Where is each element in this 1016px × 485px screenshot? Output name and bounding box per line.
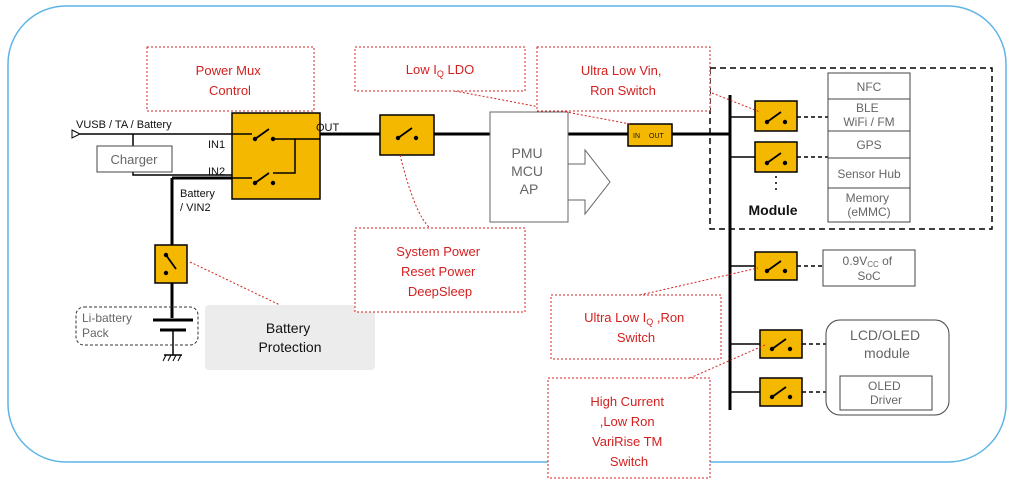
- load-switch: [379, 114, 435, 156]
- callout-system-power: [354, 227, 526, 313]
- oled-driver-box: [839, 375, 933, 411]
- leader-high-current: [689, 344, 766, 379]
- svg-text:BLE WiFi / FM: BLE WiFi / FM: [843, 101, 894, 129]
- pmu-mcu-ap-box: [489, 111, 569, 223]
- charger-box: [96, 145, 173, 173]
- battery-protection-switch: [154, 244, 188, 284]
- svg-text:Ultra Low Vin, Ron Switch: Ultra Low Vin, Ron Switch: [581, 63, 665, 98]
- callout-ultra-low-vin: [536, 46, 711, 112]
- soc-label: 0.9VCC of SoC: [843, 254, 896, 283]
- svg-text:Memory (eMMC): Memory (eMMC): [846, 191, 893, 219]
- pmu-arrow-icon: [567, 148, 611, 216]
- leader-system-power: [399, 154, 431, 229]
- input-terminal-icon: [71, 129, 82, 139]
- svg-text:NFC: NFC: [857, 80, 882, 94]
- battery-vin2-label: Battery / VIN2: [180, 188, 218, 214]
- module-item-nfc: [827, 72, 911, 100]
- ldo-in-label: IN: [633, 133, 640, 140]
- module-label: Module: [749, 202, 798, 218]
- battery-protection-box: [205, 305, 375, 370]
- svg-text:High Current ,Low Ron: High Current ,Low Ron VariRise TM Switch: [590, 394, 667, 469]
- module-item-sensor-hub: [827, 157, 911, 189]
- in1-label: IN1: [208, 139, 225, 151]
- svg-text:System Power Reset Power: System Power Reset Power DeepSleep: [396, 244, 483, 299]
- power-mux-switch: [231, 112, 321, 200]
- lcd-switch-1: [759, 329, 803, 359]
- leader-ultra-low-iq: [639, 267, 759, 296]
- svg-text:Low IQ LDO: Low IQ LDO: [406, 62, 474, 79]
- battery-protection-label: Battery Protection: [258, 320, 321, 355]
- svg-text:Ultra Low IQ ,Ron Switch: Ultra Low IQ ,Ron Switch: [584, 310, 688, 345]
- lcd-oled-module-label: LCD/OLED module: [850, 327, 924, 361]
- leader-ultra-low-vin: [711, 92, 761, 113]
- module-group-box: [709, 67, 993, 230]
- ultra-low-vin-switch: [627, 123, 673, 147]
- callout-high-current: [547, 377, 711, 479]
- callout-ultra-low-iq: [550, 294, 722, 360]
- li-battery-pack-box: [75, 306, 199, 346]
- li-battery-label: Li-battery Pack: [82, 311, 135, 340]
- charger-label: Charger: [111, 152, 159, 167]
- callout-power-mux: [146, 46, 315, 112]
- pmu-label: PMU MCU AP: [511, 145, 547, 197]
- leader-battery-protection: [189, 261, 281, 306]
- out-label: OUT: [316, 122, 340, 134]
- module-item-gps: [827, 130, 911, 159]
- module-item-memory: [827, 187, 911, 223]
- soc-switch: [754, 251, 798, 281]
- svg-text:Sensor Hub: Sensor Hub: [837, 167, 901, 181]
- ldo-out-label: OUT: [649, 133, 665, 140]
- svg-text:GPS: GPS: [856, 138, 881, 152]
- lcd-switch-2: [759, 377, 803, 407]
- soc-box: [822, 249, 916, 287]
- svg-text:Power Mux Control: Power Mux Control: [196, 63, 265, 98]
- oled-driver-label: OLED Driver: [868, 379, 904, 407]
- vusb-label: VUSB / TA / Battery: [76, 119, 172, 131]
- outer-frame: [7, 5, 1007, 463]
- callout-low-iq-ldo: [354, 46, 526, 92]
- in2-label: IN2: [208, 166, 225, 178]
